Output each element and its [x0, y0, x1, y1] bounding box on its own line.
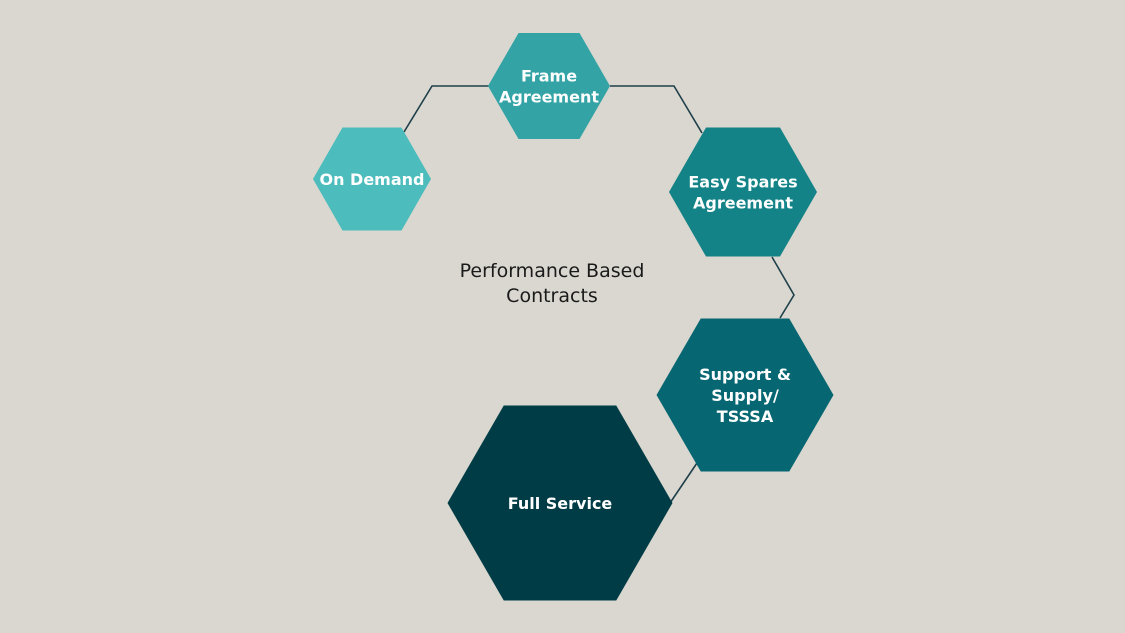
hexagon-label-line: Supply/ — [711, 386, 779, 405]
hexagon-shape-frame-agreement — [488, 33, 610, 139]
hexagon-shape-support-supply-tsssa — [656, 318, 834, 472]
hexagon-label-line: Easy Spares — [688, 173, 797, 192]
hexagon-full-service: Full Service — [447, 405, 673, 601]
center-label-line: Contracts — [506, 285, 598, 307]
connector-line-3 — [771, 256, 795, 319]
center-label-line: Performance Based — [460, 260, 645, 282]
hexagon-on-demand: On Demand — [313, 127, 431, 231]
hexagon-label-line: On Demand — [319, 170, 424, 189]
hexagon-label-support-supply-tsssa: Support & Supply/TSSSA — [699, 365, 791, 426]
connector-line-4 — [669, 462, 698, 504]
hexagon-label-on-demand: On Demand — [319, 170, 424, 189]
hexagon-label-line: Agreement — [693, 194, 793, 213]
hexagon-shape-on-demand — [313, 127, 431, 231]
connector-line-1 — [403, 85, 490, 133]
hexagon-shape-easy-spares-agreement — [669, 127, 817, 257]
hexagon-label-line: Full Service — [508, 494, 613, 513]
hexagon-label-line: TSSSA — [717, 407, 774, 426]
hexagon-label-full-service: Full Service — [508, 494, 613, 513]
hexagon-shape-full-service — [447, 405, 673, 601]
hexagon-label-line: Frame — [521, 67, 577, 86]
hexagon-label-line: Support & — [699, 365, 791, 384]
connector-lines — [403, 85, 795, 504]
hexagon-label-line: Agreement — [499, 88, 599, 107]
hexagon-support-supply-tsssa: Support & Supply/TSSSA — [656, 318, 834, 472]
connector-line-2 — [610, 85, 703, 134]
